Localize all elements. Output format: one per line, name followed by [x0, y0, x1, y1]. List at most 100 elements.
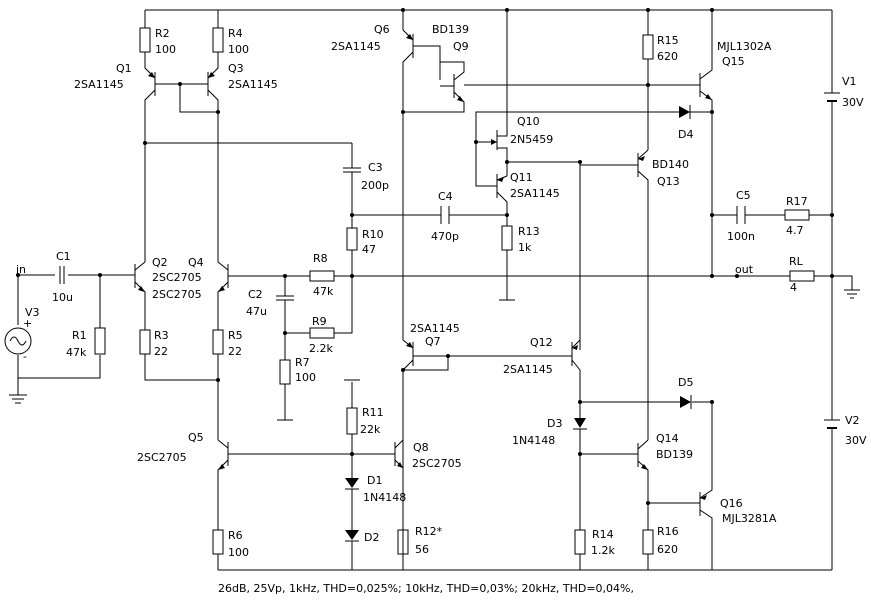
r3-value: 22: [154, 345, 168, 358]
v3-source: + -: [4, 317, 32, 363]
q9-transistor: [403, 46, 700, 113]
c3-value: 200p: [361, 179, 389, 192]
r9-value: 2.2k: [309, 342, 333, 355]
r4-value: 100: [228, 43, 249, 56]
r1-label: R1: [72, 329, 87, 342]
r17-resistor: [784, 209, 810, 221]
q9-label: BD139: [432, 23, 469, 36]
q5-label: Q5: [188, 431, 204, 444]
d3-label: D3: [547, 417, 562, 430]
q1-transistor: [144, 65, 218, 140]
c1-value: 10u: [52, 291, 73, 304]
r7-resistor: [279, 359, 291, 385]
r15-label: R15: [657, 34, 679, 47]
v2-battery: [824, 419, 840, 429]
q1-label: Q1: [116, 62, 132, 75]
r16-value: 620: [657, 543, 678, 556]
r2-label: R2: [155, 27, 170, 40]
q1-part: 2SA1145: [74, 78, 124, 91]
q10-jfet: [475, 10, 710, 176]
q2-transistor: [134, 140, 146, 330]
q11-transistor: [475, 142, 508, 226]
q2-label: Q2: [152, 256, 168, 269]
footer-caption: 26dB, 25Vp, 1kHz, THD=0,025%; 10kHz, THD…: [218, 582, 634, 595]
q14-label: Q14: [656, 432, 679, 445]
q13-label: BD140: [652, 158, 689, 171]
r13-label: R13: [518, 225, 540, 238]
d2-label: D2: [364, 531, 379, 544]
r15-resistor: [642, 34, 654, 60]
r11-resistor: [346, 407, 358, 435]
r2-value: 100: [155, 43, 176, 56]
q7-label: Q7: [425, 335, 441, 348]
q10-label: Q10: [517, 115, 540, 128]
q14-transistor: [580, 439, 649, 530]
r13-value: 1k: [518, 241, 532, 254]
svg-text:+: +: [23, 317, 32, 330]
junction-dot: [98, 273, 102, 277]
input-wiring: [9, 274, 135, 404]
q15-part: MJL1302A: [717, 40, 772, 53]
r14-label: R14: [592, 528, 614, 541]
q12-label: Q12: [530, 336, 553, 349]
d5-diode: [680, 395, 692, 409]
r5-resistor: [212, 329, 224, 355]
q13-name: Q13: [657, 175, 680, 188]
d3-diode: [573, 418, 587, 430]
out-label: out: [735, 263, 754, 276]
c5-value: 100n: [727, 230, 755, 243]
d1-label: D1: [367, 474, 382, 487]
d4-label: D4: [678, 128, 693, 141]
q3-part: 2SA1145: [228, 78, 278, 91]
r3-resistor: [139, 329, 151, 355]
q3-label: Q3: [228, 62, 244, 75]
q11-label: Q11: [510, 171, 533, 184]
v3-label: V3: [25, 306, 40, 319]
q4-label: Q4: [188, 256, 204, 269]
q6-transistor: [402, 10, 441, 340]
q8-transistor: [394, 439, 404, 530]
d4-diode: [679, 105, 691, 119]
v1-battery: [824, 92, 840, 102]
r8-value: 47k: [313, 285, 334, 298]
r10-value: 47: [362, 243, 376, 256]
c5-capacitor: [736, 206, 746, 224]
r8-resistor: [309, 270, 335, 282]
r6-resistor: [212, 529, 224, 555]
rl-value: 4: [790, 281, 797, 294]
r2-resistor: [139, 27, 151, 53]
q12-part: 2SA1145: [503, 363, 553, 376]
c1-label: C1: [56, 250, 71, 263]
r11-label: R11: [362, 406, 384, 419]
v2-value: 30V: [845, 434, 867, 447]
q10-part: 2N5459: [510, 133, 553, 146]
q2-part: 2SC2705: [152, 271, 202, 284]
q8-label: Q8: [413, 441, 429, 454]
q15-label: Q15: [722, 55, 745, 68]
v1-value: 30V: [842, 96, 864, 109]
r7-label: R7: [295, 356, 310, 369]
r7-value: 100: [295, 371, 316, 384]
rl-label: RL: [789, 255, 804, 268]
rl-resistor: [789, 270, 815, 282]
r13-resistor: [501, 225, 513, 251]
r16-resistor: [642, 529, 654, 555]
q3-transistor: [180, 65, 219, 262]
q16-part: MJL3281A: [722, 512, 777, 525]
d1-diode: [345, 478, 359, 490]
q14-part: BD139: [656, 448, 693, 461]
r8-label: R8: [313, 252, 328, 265]
r17-value: 4.7: [786, 224, 804, 237]
r9-label: R9: [312, 315, 327, 328]
r4-resistor: [212, 27, 224, 53]
q4-part: 2SC2705: [152, 288, 202, 301]
q13-transistor: [580, 149, 649, 440]
r10-resistor: [346, 227, 358, 251]
c3-capacitor: [343, 167, 361, 173]
c4-capacitor: [440, 206, 450, 224]
q6-part: 2SA1145: [331, 40, 381, 53]
r14-resistor: [574, 529, 586, 555]
r15-value: 620: [657, 50, 678, 63]
c4-value: 470p: [431, 230, 459, 243]
q11-part: 2SA1145: [510, 187, 560, 200]
